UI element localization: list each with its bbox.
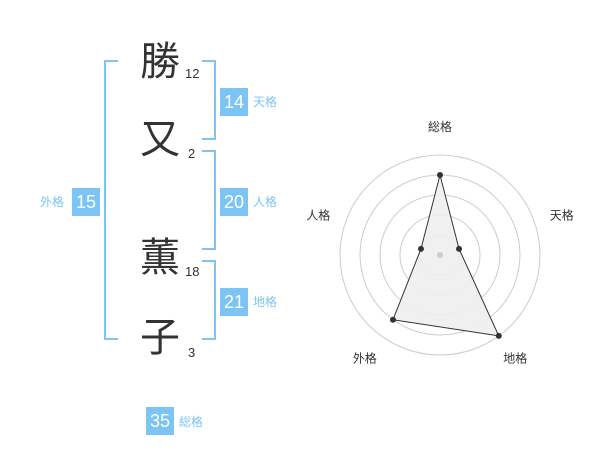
soukaku-label: 総格 [179, 415, 204, 429]
radar-grid-ring [339, 154, 541, 356]
radar-point-2 [456, 245, 463, 252]
stroke-count-3: 18 [185, 264, 200, 279]
gaikaku-label: 外格 [40, 195, 65, 209]
gaikaku-value: 15 [72, 188, 100, 216]
radar-axis-label: 外格 [353, 351, 377, 366]
radar-axis-label: 総格 [428, 119, 452, 134]
radar-point-4 [389, 316, 396, 323]
name-char-2: 又 [140, 117, 180, 163]
stroke-count-4: 3 [188, 345, 196, 360]
chikaku-label: 地格 [253, 295, 278, 309]
chikaku-value: 21 [220, 288, 248, 316]
radar-axis-label: 人格 [306, 207, 330, 222]
radar-axis-label: 地格 [503, 351, 527, 366]
gaikaku-bracket [104, 60, 118, 340]
tenkaku-bracket [202, 60, 216, 140]
name-char-1: 勝 [140, 39, 180, 85]
stroke-count-1: 12 [185, 66, 200, 81]
radar-point-1 [437, 172, 443, 178]
jinkaku-bracket [202, 150, 216, 250]
radar-axis-label: 天格 [550, 207, 574, 222]
stroke-count-2: 2 [188, 146, 196, 161]
tenkaku-value: 14 [220, 88, 248, 116]
radar-center-dot [437, 252, 443, 258]
chikaku-bracket [202, 260, 216, 340]
radar-point-5 [417, 245, 424, 252]
soukaku-value: 35 [146, 407, 174, 435]
radar-data-polygon [392, 174, 500, 337]
name-char-4: 子 [140, 315, 180, 361]
jinkaku-value: 20 [220, 188, 248, 216]
tenkaku-label: 天格 [253, 95, 278, 109]
name-char-3: 薫 [140, 235, 180, 281]
jinkaku-label: 人格 [253, 195, 278, 209]
radar-point-3 [495, 332, 502, 339]
